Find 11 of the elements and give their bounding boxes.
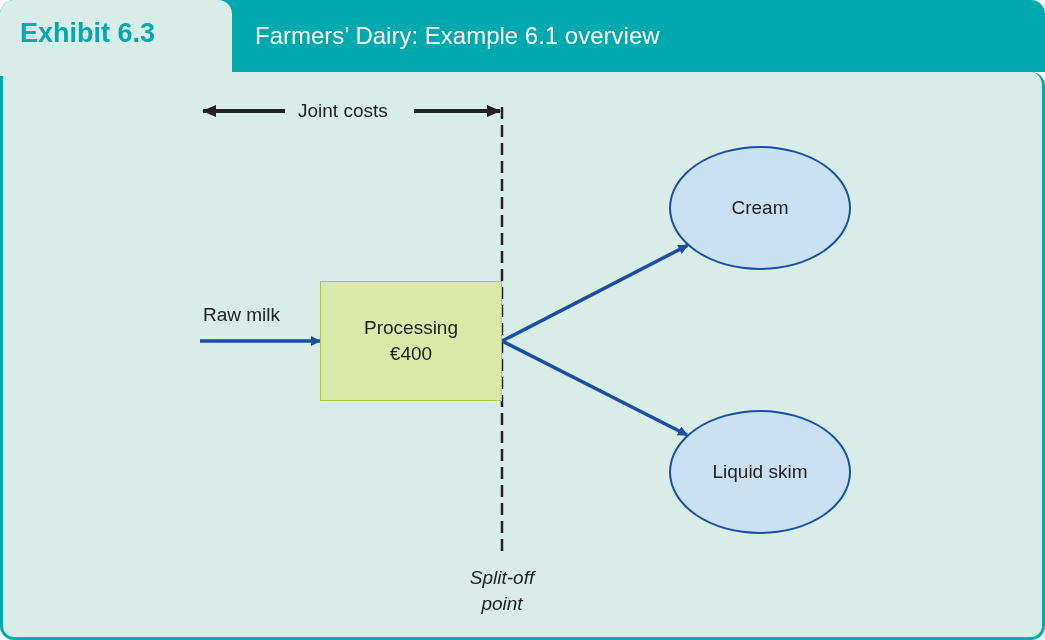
- node-text: Cream: [731, 196, 789, 220]
- edge-label: Raw milk: [203, 303, 281, 327]
- arrow: [501, 243, 689, 343]
- exhibit-number: Exhibit 6.3: [20, 18, 156, 49]
- process-box: [320, 281, 502, 401]
- node-text: Processing €400: [363, 316, 459, 366]
- node-text: Liquid skim: [712, 460, 808, 484]
- split-off-label: Split-off point: [468, 566, 537, 616]
- arrow: [501, 339, 688, 437]
- diagram-title: Farmers’ Dairy: Example 6.1 overview: [255, 22, 660, 50]
- arrow: [200, 336, 321, 346]
